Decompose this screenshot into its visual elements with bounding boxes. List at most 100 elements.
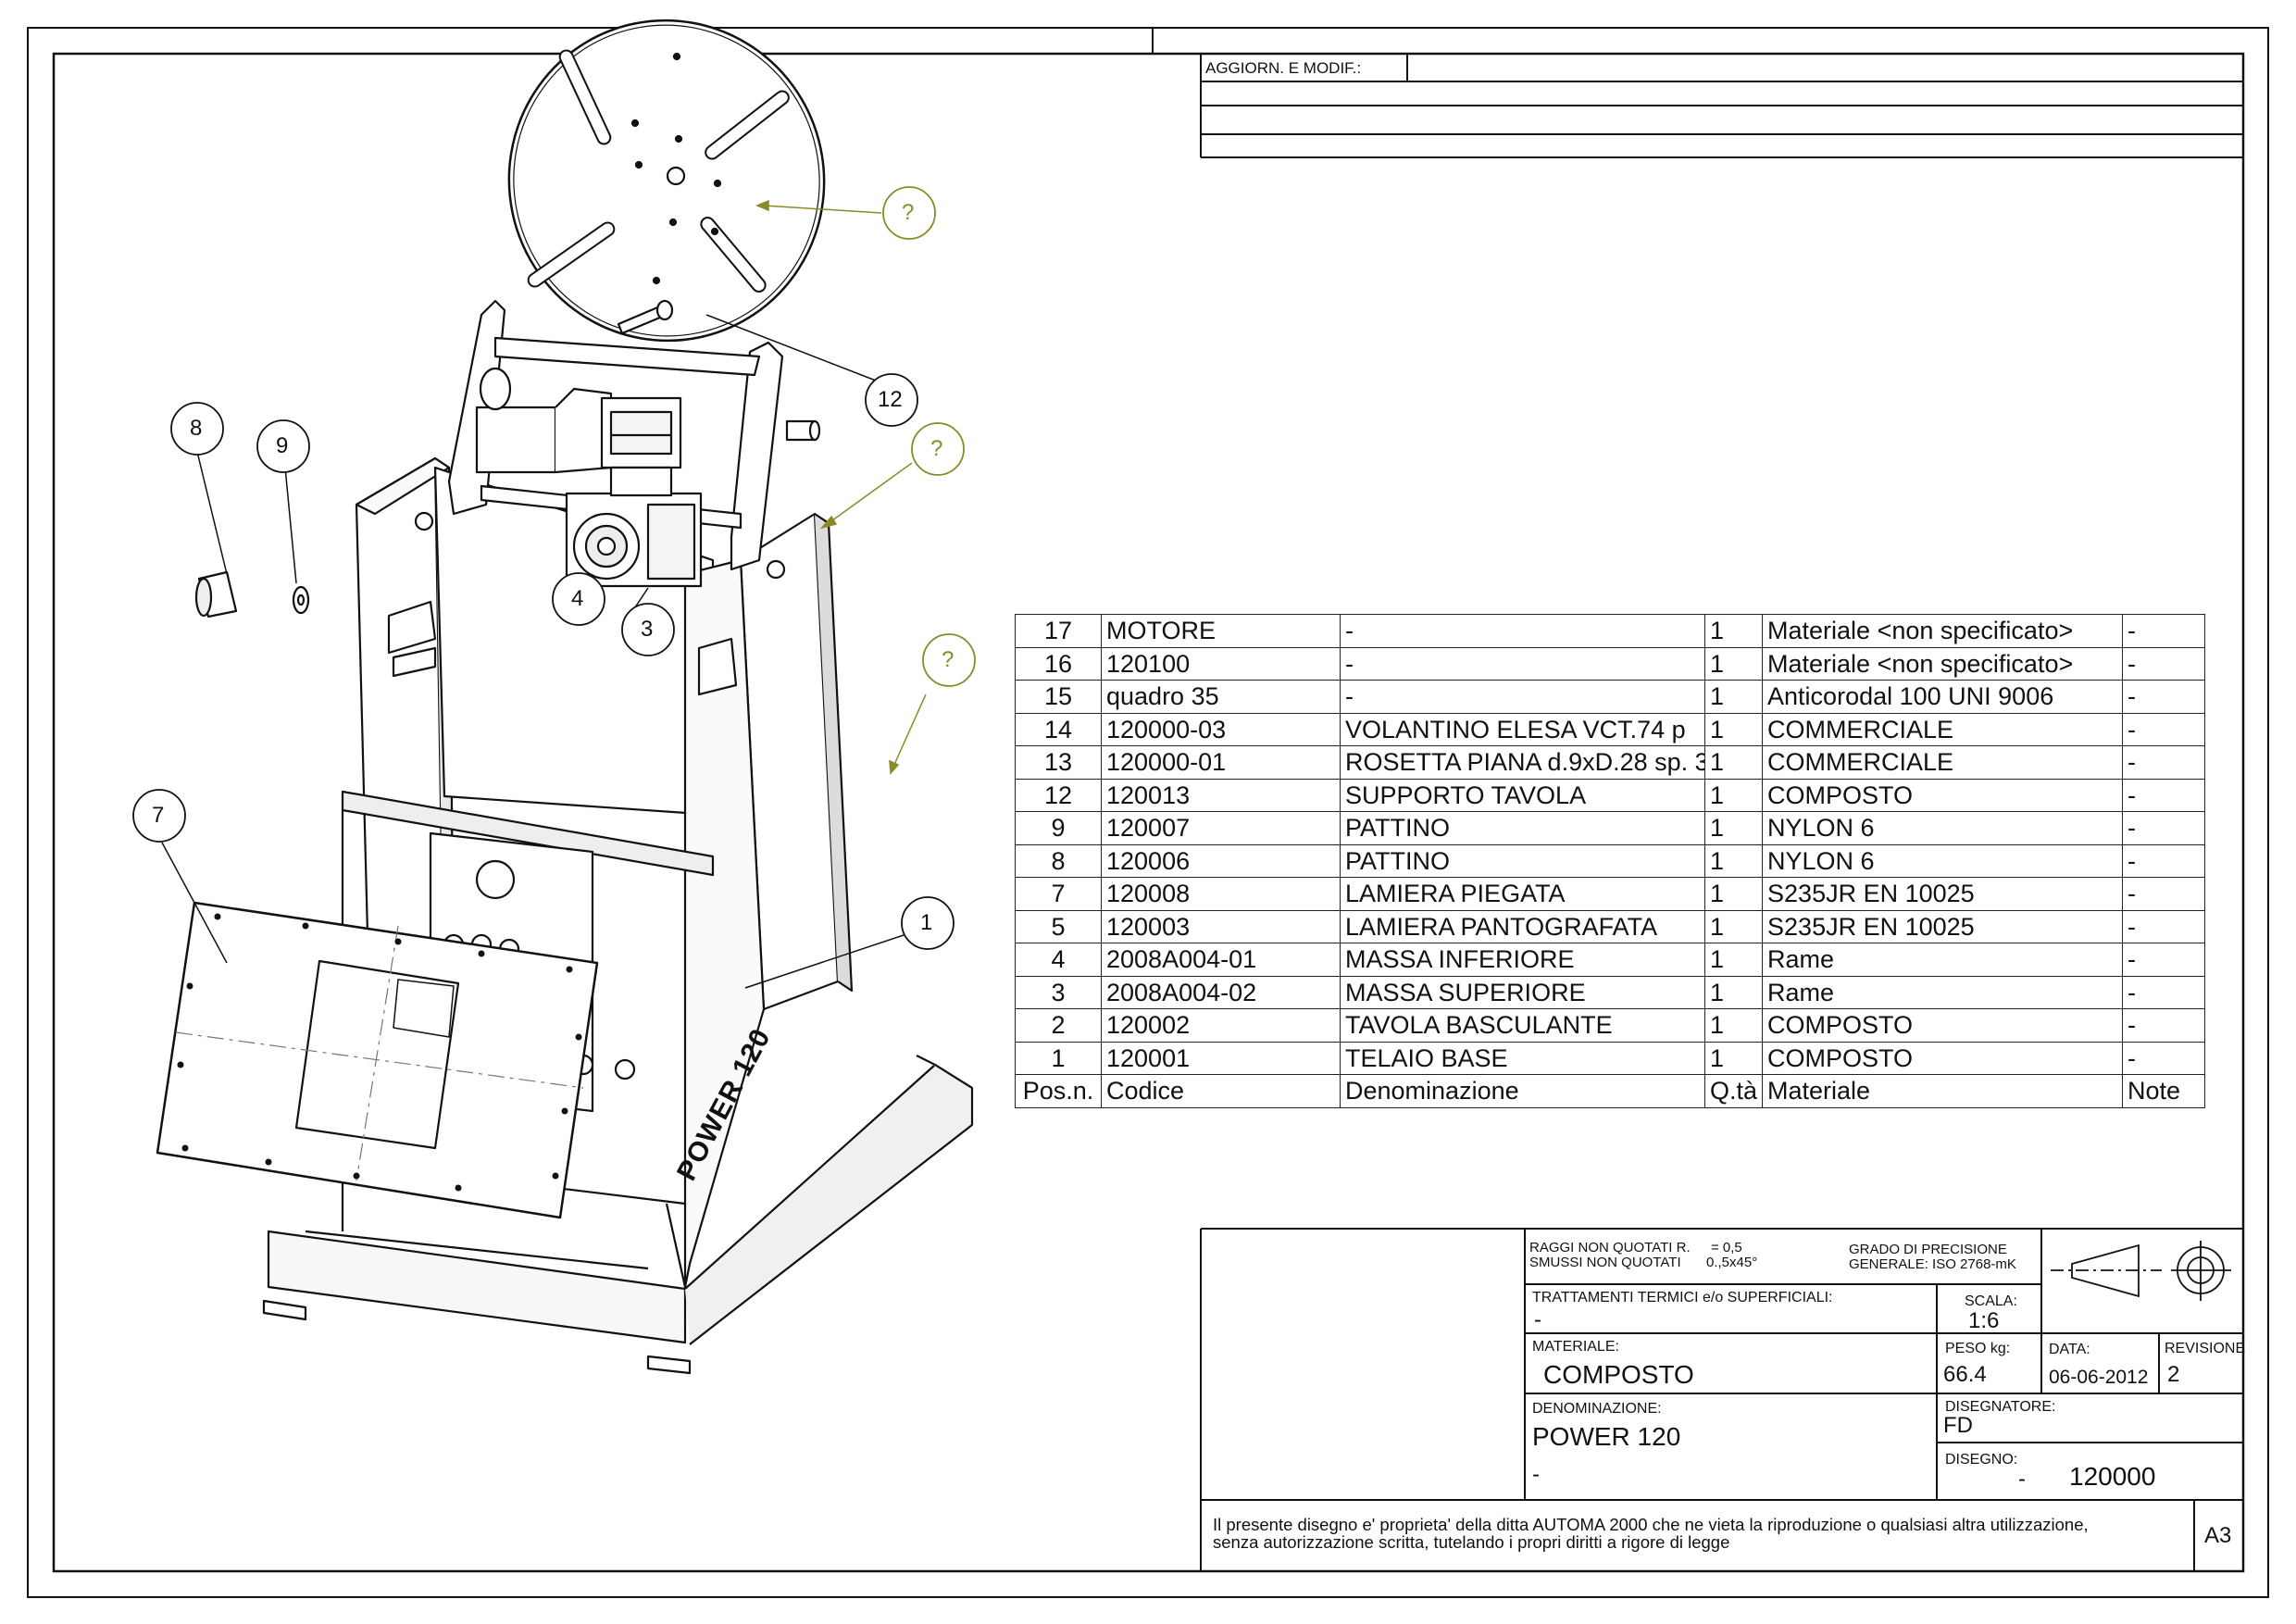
projection-symbol-icon [2051,1241,2231,1301]
bom-cell: 1 [1703,877,1764,911]
denominazione-value: POWER 120 [1532,1422,1681,1451]
bom-cell: MOTORE [1101,614,1341,648]
disegnatore-value: FD [1943,1413,1973,1438]
bom-cell: - [2122,745,2206,780]
materiale-value: COMPOSTO [1543,1360,1694,1389]
title-block-lines [1200,1228,2243,1571]
smussi-label: SMUSSI NON QUOTATI [1529,1255,1681,1270]
bom-cell: 1 [1703,811,1764,845]
ownership-note-line1: Il presente disegno e' proprieta' della … [1213,1515,2089,1534]
bom-cell: COMPOSTO [1762,778,2124,812]
bom-cell: COMPOSTO [1762,1008,2124,1043]
bom-cell: COMPOSTO [1762,1041,2124,1075]
bom-cell: 1 [1703,843,1764,878]
bom-cell: 3 [1015,975,1102,1009]
bom-cell: - [2122,680,2206,714]
revisione-label: REVISIONE [2165,1341,2246,1356]
bom-cell: 120100 [1101,646,1341,681]
revisione-value: 2 [2167,1362,2180,1387]
bom-cell: 120000-03 [1101,712,1341,746]
balloon-3: 3 [641,617,654,642]
bom-cell: LAMIERA PANTOGRAFATA [1340,909,1705,943]
bom-cell: 120002 [1101,1008,1341,1043]
balloon-unknown-2: ? [930,436,943,461]
bom-cell: S235JR EN 10025 [1762,909,2124,943]
bom-cell: 1 [1703,614,1764,648]
bom-cell: 8 [1015,843,1102,878]
revisions-block [1200,54,2243,158]
bom-header-cell: Codice [1101,1074,1341,1108]
balloon-7: 7 [152,803,165,828]
bom-cell: 4 [1015,943,1102,977]
bom-cell: Materiale <non specificato> [1762,614,2124,648]
unknown-balloon-circles [882,186,976,687]
scala-label: SCALA: [1965,1293,2017,1309]
bom-cell: - [2122,811,2206,845]
bom-cell: PATTINO [1340,843,1705,878]
balloon-12: 12 [878,387,903,412]
bom-cell: S235JR EN 10025 [1762,877,2124,911]
scala-value: 1:6 [1968,1308,2000,1333]
bom-cell: 13 [1015,745,1102,780]
disegno-prefix: - [2018,1467,2026,1492]
trattamenti-label: TRATTAMENTI TERMICI e/o SUPERFICIALI: [1532,1290,1833,1305]
bom-cell: Anticorodal 100 UNI 9006 [1762,680,2124,714]
bom-cell: 7 [1015,877,1102,911]
bom-cell: NYLON 6 [1762,843,2124,878]
bom-cell: 1 [1703,1041,1764,1075]
bom-cell: 1 [1703,778,1764,812]
bom-cell: 15 [1015,680,1102,714]
bom-cell: 2008A004-01 [1101,943,1341,977]
raggi-value: = 0,5 [1711,1240,1742,1255]
assembly-view [156,19,974,1375]
bom-cell: 12 [1015,778,1102,812]
bom-cell: 120000-01 [1101,745,1341,780]
balloon-9: 9 [276,433,289,458]
peso-value: 66.4 [1943,1362,1987,1387]
bom-cell: VOLANTINO ELESA VCT.74 p [1340,712,1705,746]
raggi-label: RAGGI NON QUOTATI R. [1529,1240,1691,1255]
bom-cell: PATTINO [1340,811,1705,845]
bom-cell: 14 [1015,712,1102,746]
materiale-label: MATERIALE: [1532,1339,1619,1355]
bom-cell: 120001 [1101,1041,1341,1075]
peso-label: PESO kg: [1945,1341,2011,1356]
smussi-value: 0.,5x45° [1706,1255,1758,1270]
bom-header-cell: Denominazione [1340,1074,1705,1108]
bom-cell: COMMERCIALE [1762,712,2124,746]
bom-cell: NYLON 6 [1762,811,2124,845]
bom-cell: SUPPORTO TAVOLA [1340,778,1705,812]
revisions-label: AGGIORN. E MODIF.: [1205,59,1362,77]
bom-cell: 120013 [1101,778,1341,812]
disegno-label: DISEGNO: [1945,1452,2018,1468]
bom-cell: 2 [1015,1008,1102,1043]
bom-cell: - [1340,614,1705,648]
data-value: 06-06-2012 [2049,1367,2149,1388]
bom-cell: - [2122,1041,2206,1075]
bom-cell: - [2122,712,2206,746]
bom-cell: 5 [1015,909,1102,943]
bom-cell: TAVOLA BASCULANTE [1340,1008,1705,1043]
bom-cell: TELAIO BASE [1340,1041,1705,1075]
balloon-unknown-3: ? [942,647,955,672]
bom-cell: - [2122,843,2206,878]
bom-cell: Materiale <non specificato> [1762,646,2124,681]
inner-frame [52,52,2245,1573]
bom-cell: - [2122,778,2206,812]
bom-cell: MASSA INFERIORE [1340,943,1705,977]
bom-cell: Rame [1762,943,2124,977]
denominazione-label: DENOMINAZIONE: [1532,1401,1662,1417]
bom-cell: 1 [1703,745,1764,780]
bom-header-cell: Pos.n. [1015,1074,1102,1108]
bom-cell: 17 [1015,614,1102,648]
